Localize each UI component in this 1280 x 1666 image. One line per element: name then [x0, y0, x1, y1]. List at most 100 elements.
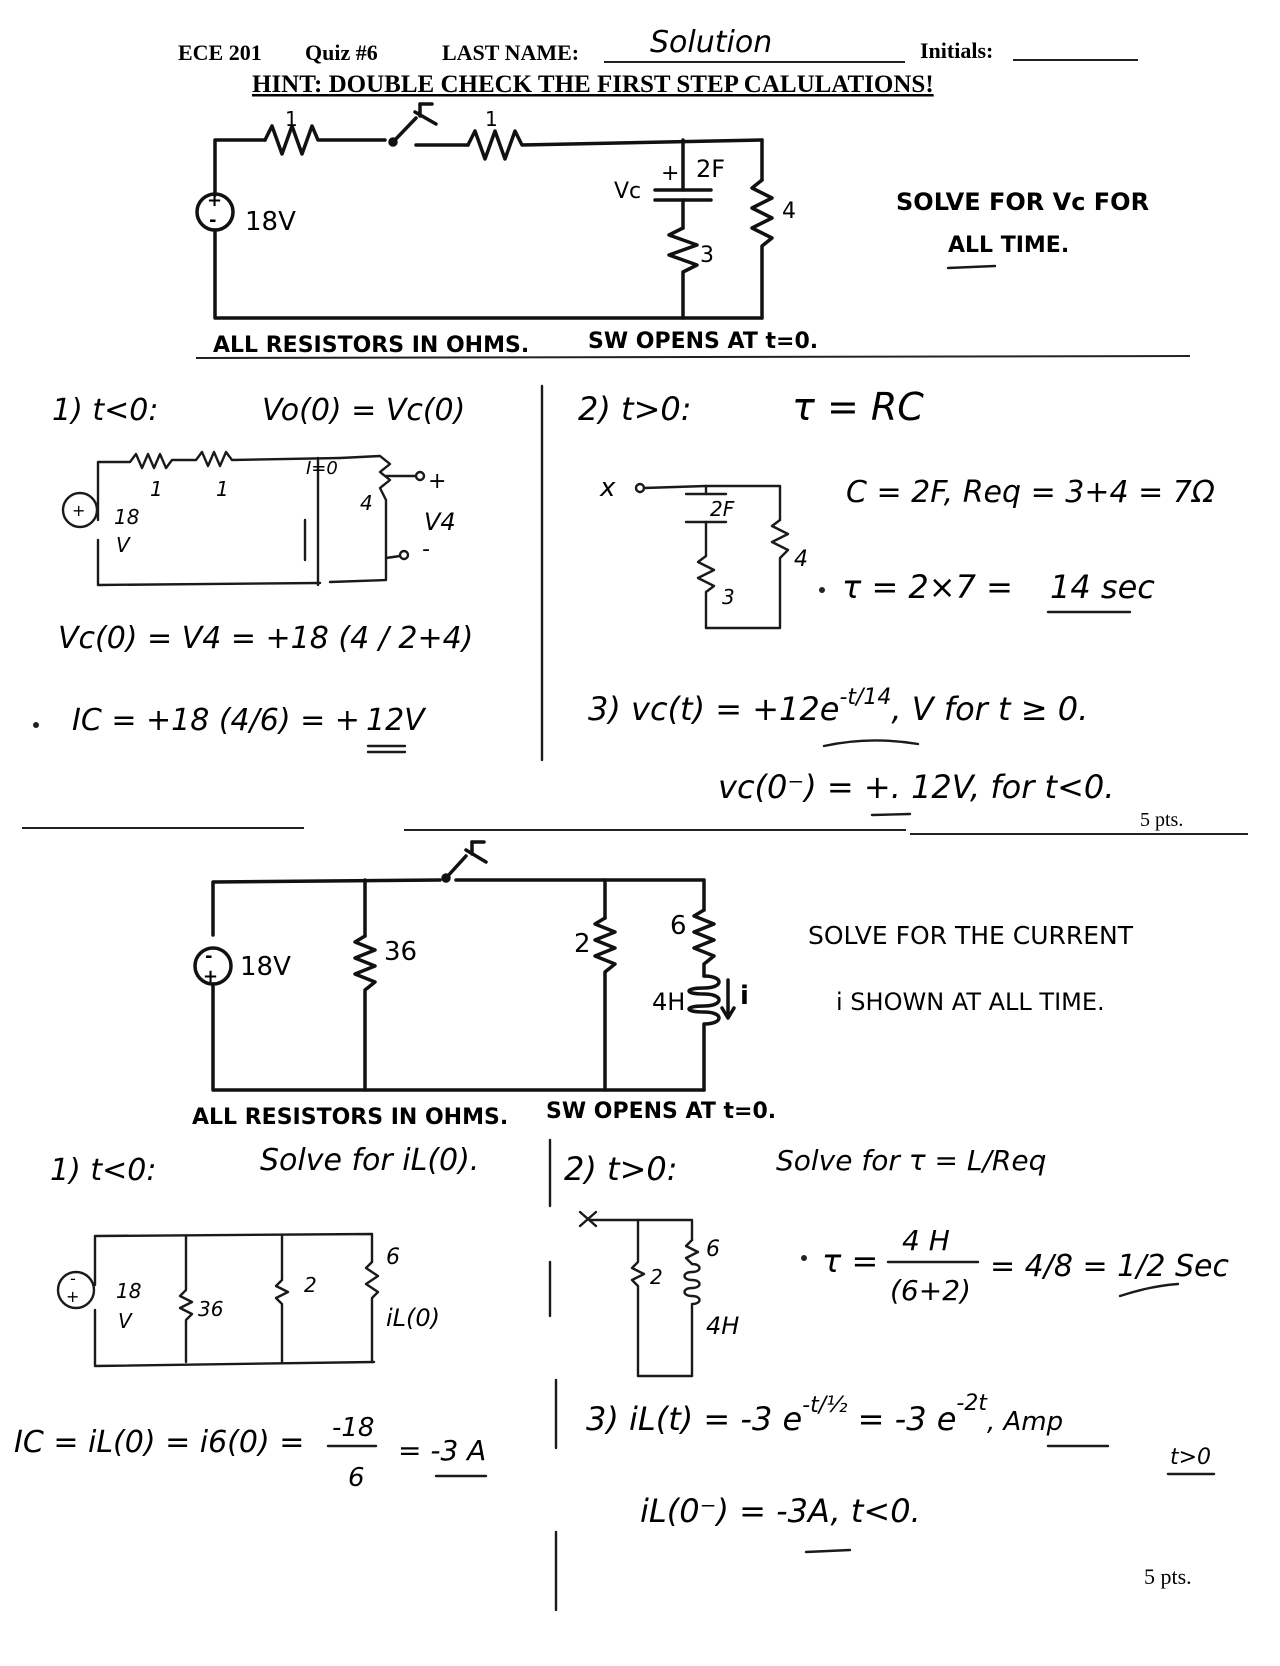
p1-step2-tau-def: τ = RC: [792, 385, 924, 429]
task-1-line1: SOLVE FOR Vc FOR: [896, 188, 1149, 216]
p2-step1-heading: 1) t<0:: [50, 1153, 156, 1188]
p1-ic-value: 12V: [366, 703, 427, 738]
p1-fig-i: I=0: [306, 458, 338, 479]
p2-step2-heading: 2) t>0:: [564, 1150, 678, 1188]
resistor-r2b: [593, 916, 617, 1092]
p1-step1-sketch: [61, 450, 426, 587]
p2-fig-il: iL(0): [386, 1304, 440, 1332]
label-source-2: 18V: [240, 952, 291, 982]
p1-step3-line2: vc(0⁻) = +. 12V, for t<0.: [718, 768, 1114, 806]
svg-text:+: +: [72, 501, 85, 520]
switch-1: [391, 116, 418, 144]
p1-fig-cap: 2F: [710, 497, 735, 521]
p1-fig-r2: 1: [216, 477, 229, 501]
initials-label: Initials:: [920, 38, 993, 63]
p1-step1-equation: Vo(0) = Vc(0): [262, 393, 465, 428]
label-inductor: 4H: [652, 988, 685, 1016]
resistor-r1: [263, 124, 387, 156]
p1-step2-sketch: [634, 482, 790, 630]
p1-fig-v4: V4: [424, 508, 456, 536]
p1-fig-x: x: [599, 473, 616, 503]
p1-step2-tau: τ = 2×7 =: [842, 568, 1013, 606]
label-r6: 6: [670, 911, 687, 941]
task-1-line2: ALL TIME.: [948, 233, 1069, 258]
resistor-r2: [466, 129, 764, 161]
note-resistors-2: ALL RESISTORS IN OHMS.: [192, 1105, 508, 1130]
p2-fig-source: 18: [116, 1279, 141, 1303]
svg-text:-: -: [70, 1269, 76, 1288]
p1-fig-r3: 3: [722, 585, 735, 609]
p2-step2-text: Solve for τ = L/Req: [776, 1144, 1046, 1177]
inductor-4h: [687, 974, 721, 1092]
p2-fig-source-unit: V: [118, 1309, 133, 1333]
note-switch-2: SW OPENS AT t=0.: [546, 1099, 776, 1124]
p2-step3-line2: iL(0⁻) = -3A, t<0.: [640, 1492, 921, 1530]
switch-2: [444, 854, 468, 880]
resistor-r36: [353, 934, 377, 1092]
p2-ic-result: = -3 A: [398, 1434, 486, 1467]
p1-step1-heading: 1) t<0:: [52, 393, 158, 428]
p2-step1-sketch: [56, 1232, 380, 1368]
label-cap-plus: +: [661, 161, 679, 186]
svg-text:+: +: [66, 1287, 79, 1306]
p1-step2-tau-value: 14 sec: [1050, 568, 1155, 606]
hint-text: HINT: DOUBLE CHECK THE FIRST STEP CALULA…: [252, 71, 934, 98]
label-cap-value: 2F: [696, 155, 725, 183]
p1-step3-line1: 3) vc(t) = +12e-t/14, V for t ≥ 0.: [588, 685, 1088, 728]
p2-step1-text: Solve for iL(0).: [260, 1143, 479, 1178]
course-label: ECE 201: [178, 40, 262, 65]
p1-fig-r1: 1: [150, 477, 163, 501]
svg-text:+: +: [207, 190, 222, 211]
quiz-label: Quiz #6: [305, 40, 378, 65]
label-current: i: [740, 981, 749, 1011]
p2-fig-r6b: 6: [706, 1237, 720, 1262]
p1-fig-source-unit: V: [116, 533, 131, 557]
p2-ic-den: 6: [348, 1463, 365, 1493]
p2-step3-condition: t>0: [1170, 1445, 1211, 1470]
p2-tau-label: τ =: [822, 1242, 878, 1280]
label-r1: 1: [285, 107, 298, 131]
p1-fig-minus: -: [422, 537, 430, 562]
circuit-1: + -: [195, 102, 774, 320]
note-switch-1: SW OPENS AT t=0.: [588, 329, 818, 354]
resistor-r6: [692, 908, 716, 978]
label-r36: 36: [384, 937, 417, 967]
resistor-r3: [667, 226, 699, 320]
svg-text:-: -: [205, 946, 212, 967]
p1-fig-source: 18: [114, 505, 139, 529]
p2-points: 5 pts.: [1144, 1564, 1192, 1589]
p2-fig-r2: 2: [304, 1273, 317, 1297]
p2-ic-line: IC = iL(0) = i6(0) =: [14, 1425, 304, 1460]
p1-step1-line1: Vc(0) = V4 = +18 (4 / 2+4): [58, 621, 473, 656]
p2-step3-line1: 3) iL(t) = -3 e-t/½ = -3 e-2t, Amp: [586, 1391, 1063, 1438]
p2-tau-den: (6+2): [890, 1274, 971, 1307]
svg-text:+: +: [203, 966, 218, 987]
label-vc: Vc: [614, 179, 641, 204]
task-2-line2: i SHOWN AT ALL TIME.: [836, 988, 1105, 1016]
label-r3: 3: [700, 243, 714, 268]
last-name-label: LAST NAME:: [442, 40, 579, 65]
p1-ic-label: IC = +18 (4/6) = +: [72, 703, 360, 738]
last-name-value: Solution: [650, 25, 772, 60]
p1-fig-r4b: 4: [794, 547, 808, 572]
p2-ic-num: -18: [332, 1413, 374, 1443]
p2-fig-r2b: 2: [650, 1265, 663, 1289]
svg-text:-: -: [209, 210, 216, 231]
p1-fig-r4: 4: [360, 491, 373, 515]
note-resistors-1: ALL RESISTORS IN OHMS.: [213, 333, 529, 358]
p2-tau-eq: = 4/8 = 1/2 Sec: [990, 1249, 1229, 1284]
resistor-r4: [750, 178, 774, 320]
label-source-1: 18V: [245, 207, 296, 237]
label-r2b: 2: [574, 929, 591, 959]
p1-step2-heading: 2) t>0:: [578, 390, 692, 428]
label-r2: 1: [485, 107, 498, 131]
p1-step2-values: C = 2F, Req = 3+4 = 7Ω: [846, 475, 1215, 510]
p2-fig-r6: 6: [386, 1245, 400, 1270]
p2-fig-l: 4H: [706, 1312, 739, 1340]
task-2-line1: SOLVE FOR THE CURRENT: [808, 921, 1134, 950]
p1-points: 5 pts.: [1140, 809, 1183, 831]
p2-tau-num: 4 H: [902, 1224, 950, 1257]
p2-step2-sketch: [578, 1210, 701, 1378]
p2-fig-r36: 36: [198, 1297, 223, 1321]
